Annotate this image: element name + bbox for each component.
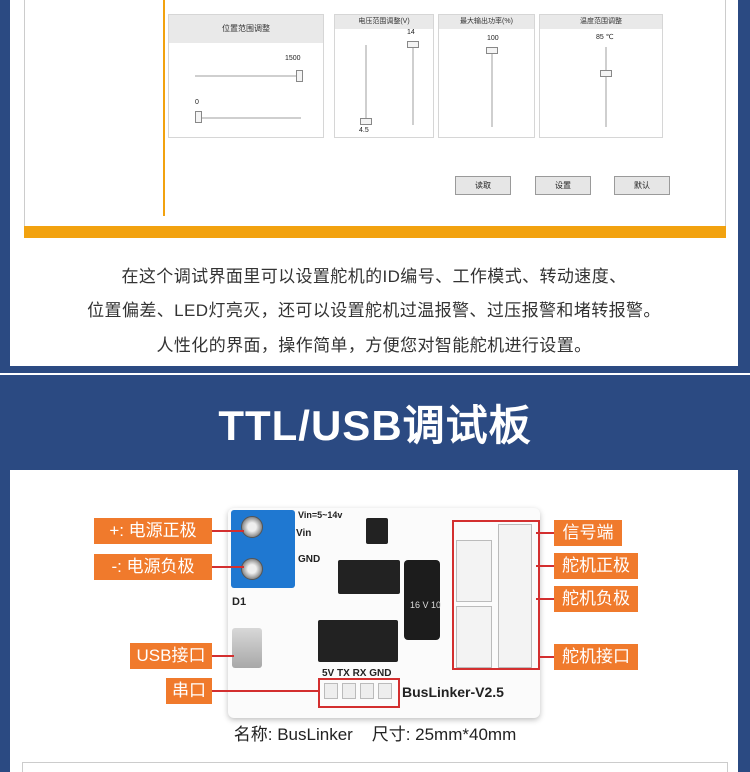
- label-servo-negative: 舵机负极: [554, 586, 638, 612]
- board-name-print: BusLinker-V2.5: [402, 684, 504, 700]
- lead-usb: [212, 655, 234, 657]
- voltage-top-value: 14: [407, 29, 415, 36]
- position-top-track: [195, 75, 301, 77]
- set-button[interactable]: 设置: [535, 176, 591, 195]
- vin-label: Vin: [296, 528, 312, 539]
- section-title: TTL/USB调试板: [218, 402, 532, 449]
- max-power-group: 最大输出功率(%) 100: [438, 14, 535, 138]
- servo-connector-upper: [456, 540, 492, 602]
- description-line-3: 人性化的界面，操作简单，方便您对智能舵机进行设置。: [156, 336, 592, 355]
- micro-usb-port: [232, 628, 262, 668]
- max-power-value: 100: [487, 35, 499, 42]
- ui-divider: [163, 0, 165, 216]
- header-pin-labels: 5V TX RX GND: [322, 668, 392, 679]
- max-power-slider[interactable]: [486, 47, 498, 54]
- temperature-track: [605, 47, 607, 127]
- temperature-value: 85 ℃: [596, 34, 614, 41]
- servo-connector-lower: [456, 606, 492, 668]
- max-power-title: 最大输出功率(%): [439, 15, 534, 29]
- position-range-title: 位置范围调整: [169, 15, 323, 43]
- voltage-range-title: 电压范围调整(V): [335, 15, 433, 29]
- lead-power-negative: [212, 566, 244, 568]
- ui-bottom-bar: [24, 226, 726, 238]
- temperature-slider[interactable]: [600, 70, 612, 77]
- label-servo-port: 舵机接口: [554, 644, 638, 670]
- header-pin-rx: [360, 683, 374, 699]
- header-pin-gnd: [378, 683, 392, 699]
- serial-port-box: [318, 678, 400, 708]
- label-signal: 信号端: [554, 520, 622, 546]
- board-caption: 名称: BusLinker 尺寸: 25mm*40mm: [233, 725, 517, 744]
- section-divider: [0, 373, 750, 375]
- power-terminal: [231, 510, 295, 588]
- lead-serial: [212, 690, 318, 692]
- label-power-negative: -: 电源负极: [94, 554, 212, 580]
- voltage-top-track: [412, 41, 414, 125]
- temperature-range-title: 温度范围调整: [540, 15, 662, 29]
- voltage-bottom-track: [365, 45, 367, 125]
- default-button[interactable]: 默认: [614, 176, 670, 195]
- screw-negative: [241, 558, 263, 580]
- position-range-group: 位置范围调整 1500 0: [168, 14, 324, 138]
- description-line-1: 在这个调试界面里可以设置舵机的ID编号、工作模式、转动速度、: [121, 267, 627, 286]
- position-top-slider[interactable]: [296, 70, 303, 82]
- voltage-top-slider[interactable]: [407, 41, 419, 48]
- label-power-positive: +: 电源正极: [94, 518, 212, 544]
- servo-port-box: [452, 520, 540, 670]
- description-line-2: 位置偏差、LED灯亮灭，还可以设置舵机过温报警、过压报警和堵转报警。: [87, 301, 661, 320]
- chip-lower: [318, 620, 398, 662]
- position-bottom-slider[interactable]: [195, 111, 202, 123]
- label-usb: USB接口: [130, 643, 212, 669]
- next-panel-edge: [22, 762, 728, 772]
- label-servo-positive: 舵机正极: [554, 553, 638, 579]
- chip-upper: [338, 560, 400, 594]
- voltage-bottom-value: 4.5: [359, 127, 369, 134]
- voltage-bottom-slider[interactable]: [360, 118, 372, 125]
- d1-label: D1: [232, 596, 247, 608]
- lead-power-positive: [212, 530, 244, 532]
- read-button[interactable]: 读取: [455, 176, 511, 195]
- max-power-track: [491, 47, 493, 127]
- capacitor-print: 16 V 10: [410, 600, 442, 610]
- header-pin-tx: [342, 683, 356, 699]
- lead-servo-negative: [536, 598, 554, 600]
- lead-signal: [536, 532, 554, 534]
- temperature-range-group: 温度范围调整 85 ℃: [539, 14, 663, 138]
- position-bottom-value: 0: [195, 99, 199, 106]
- gnd-label: GND: [298, 554, 321, 565]
- screw-positive: [241, 516, 263, 538]
- position-bottom-track: [195, 117, 301, 119]
- transistor: [366, 518, 388, 544]
- servo-connector-right: [498, 524, 532, 668]
- lead-servo-positive: [536, 565, 554, 567]
- vin-range-label: Vin=5~14v: [298, 510, 343, 520]
- label-serial: 串口: [166, 678, 212, 704]
- voltage-range-group: 电压范围调整(V) 14 4.5: [334, 14, 434, 138]
- lead-servo-port: [540, 656, 554, 658]
- header-pin-5v: [324, 683, 338, 699]
- capacitor: [404, 560, 440, 640]
- position-top-value: 1500: [285, 55, 301, 62]
